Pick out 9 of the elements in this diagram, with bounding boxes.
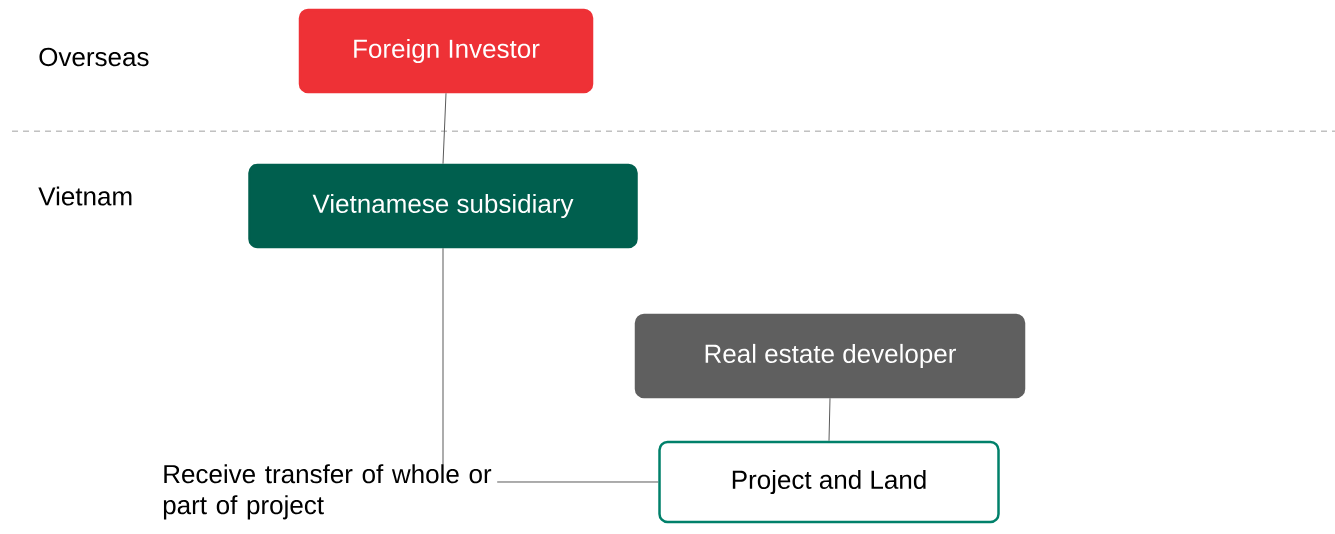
developer-box: Real estate developer xyxy=(634,313,1026,399)
edge-label: Receive transfer of whole or part of project xyxy=(162,464,498,520)
region-label: Overseas xyxy=(39,47,149,67)
region-label: Vietnam xyxy=(38,186,132,206)
subsidiary-box: Vietnamese subsidiary xyxy=(248,163,638,249)
connector-line xyxy=(442,92,447,165)
connector-line xyxy=(828,397,831,442)
project-box: Project and Land xyxy=(658,440,1000,524)
investor-box: Foreign Investor xyxy=(298,8,594,94)
